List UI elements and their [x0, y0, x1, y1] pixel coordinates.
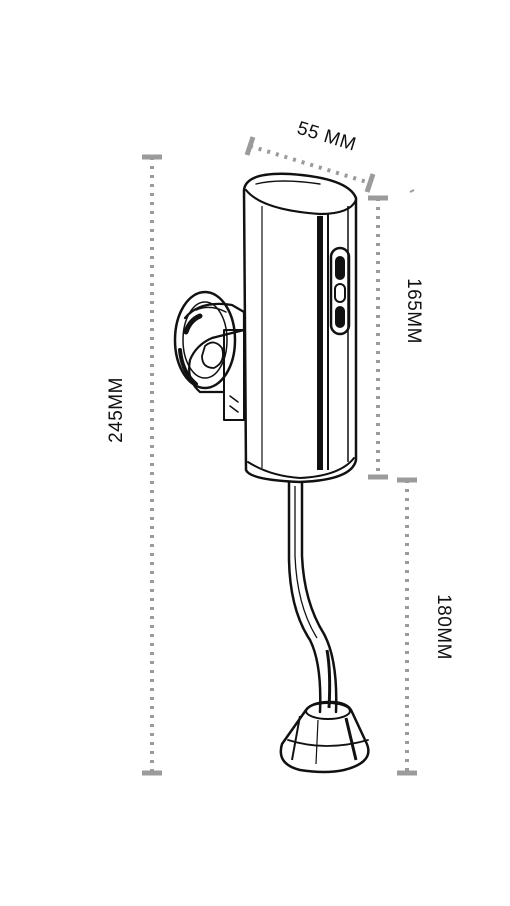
pipe-height-label: 180MM — [433, 594, 454, 660]
flush-valve-illustration — [173, 172, 370, 774]
sensor-window — [329, 246, 351, 336]
total-height-label: 245MM — [106, 377, 127, 443]
mounting-bracket — [173, 290, 246, 421]
body-height-dimension: 165MM — [368, 195, 424, 480]
outlet-flange — [279, 700, 370, 774]
sensor-body — [242, 172, 358, 484]
body-height-label: 165MM — [403, 278, 424, 344]
stray-mark — [409, 189, 415, 193]
total-height-dimension: 245MM — [106, 154, 162, 776]
width-dimension: 55 MM — [244, 118, 376, 193]
pipe-height-dimension: 180MM — [397, 477, 454, 776]
width-label: 55 MM — [295, 118, 359, 156]
outlet-pipe — [287, 480, 338, 714]
